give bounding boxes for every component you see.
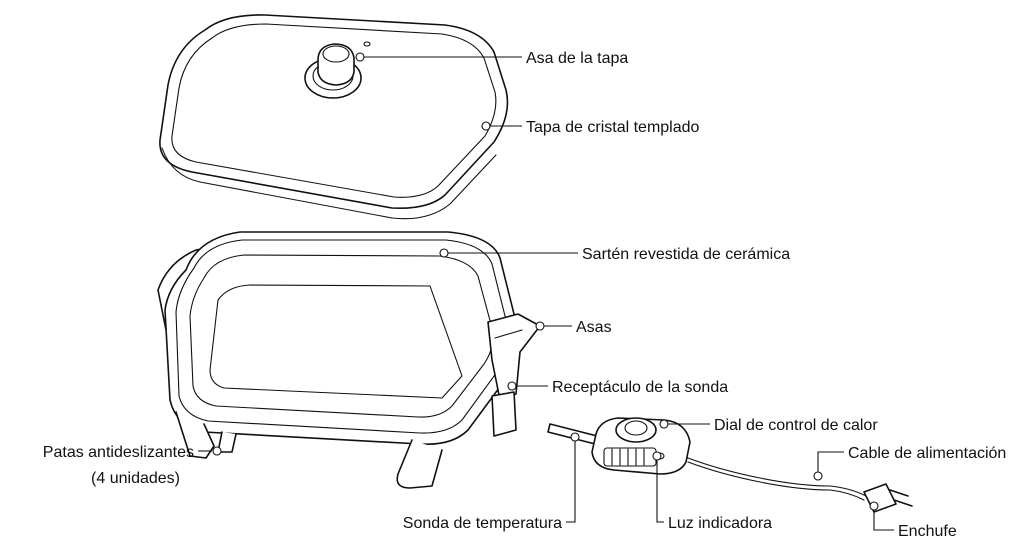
callout-probe-receptacle [507,381,548,391]
temperature-control [547,417,691,475]
label-feet-line2: (4 unidades) [91,470,180,487]
label-temp-probe: Sonda de temperatura [403,515,562,532]
callout-indicator-light [652,451,664,523]
label-handles: Asas [576,319,612,336]
label-indicator-light: Luz indicadora [668,515,772,532]
label-probe-receptacle: Receptáculo de la sonda [552,379,728,396]
callout-glass-lid [481,121,522,131]
callout-ceramic-pan [439,248,578,258]
callout-feet [198,446,222,456]
label-power-cord: Cable de alimentación [848,445,1006,462]
skillet-pan [157,231,541,489]
label-glass-lid: Tapa de cristal templado [526,119,700,136]
power-cord [687,457,867,501]
lid-handle-knob [304,41,371,99]
label-lid-handle: Asa de la tapa [526,50,628,67]
callout-power-cord [813,451,844,481]
glass-lid [159,14,509,220]
label-heat-dial: Dial de control de calor [714,417,878,434]
label-feet-line1: Patas antideslizantes [43,444,194,461]
callout-heat-dial [659,419,710,429]
callout-handles [535,321,572,331]
callout-lid-handle [355,52,522,62]
label-plug: Enchufe [898,523,957,539]
callout-plug [869,501,894,531]
callout-temp-probe [566,432,580,523]
label-ceramic-pan: Sartén revestida de cerámica [582,246,790,263]
